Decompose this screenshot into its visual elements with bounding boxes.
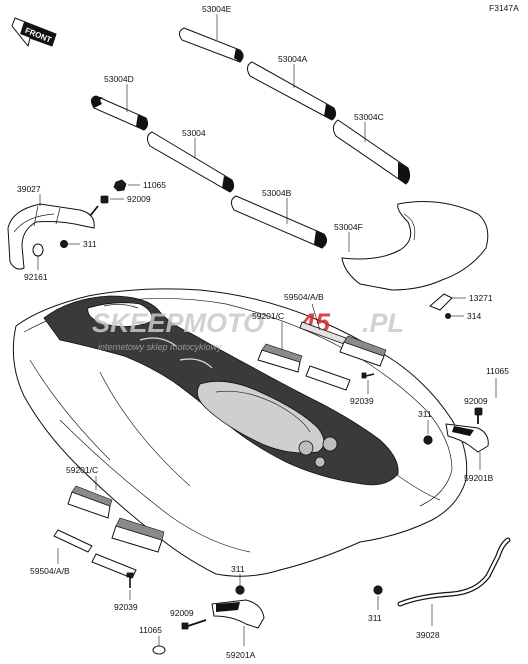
front-arrow-icon: FRONT	[11, 17, 57, 48]
label-53004D: 53004D	[104, 74, 134, 84]
mat-53004E	[178, 27, 244, 63]
label-59504-bot: 59504/A/B	[30, 566, 70, 576]
label-53004E: 53004E	[202, 4, 232, 14]
cap-92161	[32, 243, 44, 257]
label-11065-a: 11065	[143, 180, 166, 190]
label-59201A: 59201A	[226, 650, 256, 660]
bolt-92009-b	[474, 407, 483, 424]
label-311-a: 311	[83, 239, 97, 249]
washer-311-c	[235, 574, 245, 595]
bracket-59201B	[445, 423, 489, 470]
screw-92039-b	[126, 572, 134, 588]
mat-53004A	[246, 61, 337, 121]
mat-53004D	[90, 95, 149, 131]
label-59201B: 59201B	[464, 473, 494, 483]
strip-59504-bot	[53, 529, 137, 579]
label-53004B: 53004B	[262, 188, 292, 198]
mat-53004	[146, 131, 235, 193]
mat-53004F	[341, 201, 489, 291]
nut-11065-c	[152, 636, 166, 655]
washer-311-a	[60, 239, 69, 248]
label-53004: 53004	[182, 128, 206, 138]
label-11065-b: 11065	[486, 366, 509, 376]
label-92161: 92161	[24, 272, 48, 282]
rail-39028	[397, 537, 511, 626]
label-311-d: 311	[368, 613, 382, 623]
label-39027: 39027	[17, 184, 41, 194]
label-92009-b: 92009	[464, 396, 488, 406]
pad-59201c-top-b	[305, 365, 351, 391]
pad-59201c-top-a	[257, 343, 303, 373]
label-59201c-bot: 59201/C	[66, 465, 98, 475]
clip-13271	[429, 293, 466, 311]
washer-311-d	[373, 585, 383, 610]
label-92039-a: 92039	[350, 396, 374, 406]
label-314: 314	[467, 311, 481, 321]
bolt-92009-c	[181, 619, 207, 630]
label-13271: 13271	[469, 293, 493, 303]
figure-code: F3147A	[489, 3, 519, 13]
label-11065-c: 11065	[139, 625, 162, 635]
pad-59201c-bot-a	[67, 485, 113, 519]
nut-11065-a	[113, 179, 127, 192]
bumper-39027	[7, 203, 95, 270]
label-53004C: 53004C	[354, 112, 384, 122]
screw-92039-a	[361, 372, 375, 379]
label-92009-c: 92009	[170, 608, 194, 618]
watermark-tagline: internetowy sklep motocyklowy	[98, 342, 222, 352]
pin-314	[444, 312, 464, 319]
label-53004A: 53004A	[278, 54, 308, 64]
label-59504-top: 59504/A/B	[284, 292, 324, 302]
mat-53004B	[230, 195, 328, 249]
hull-deck	[43, 295, 399, 486]
label-53004F: 53004F	[334, 222, 363, 232]
label-59201c-top: 59201/C	[252, 311, 284, 321]
label-92009-a: 92009	[127, 194, 151, 204]
watermark-brand-c: .PL	[362, 308, 404, 338]
washer-311-b	[423, 420, 433, 445]
bracket-59201A	[211, 599, 265, 646]
label-311-c: 311	[231, 564, 245, 574]
watermark-brand-a: SKEEPMOTO	[92, 308, 264, 338]
pad-59201c-bot-b	[111, 517, 165, 553]
label-39028: 39028	[416, 630, 440, 640]
label-92039-b: 92039	[114, 602, 138, 612]
pad-59201c-top-c	[339, 335, 387, 367]
label-311-b: 311	[418, 409, 432, 419]
bolt-92009-a	[89, 195, 109, 217]
mat-53004C	[332, 119, 411, 185]
